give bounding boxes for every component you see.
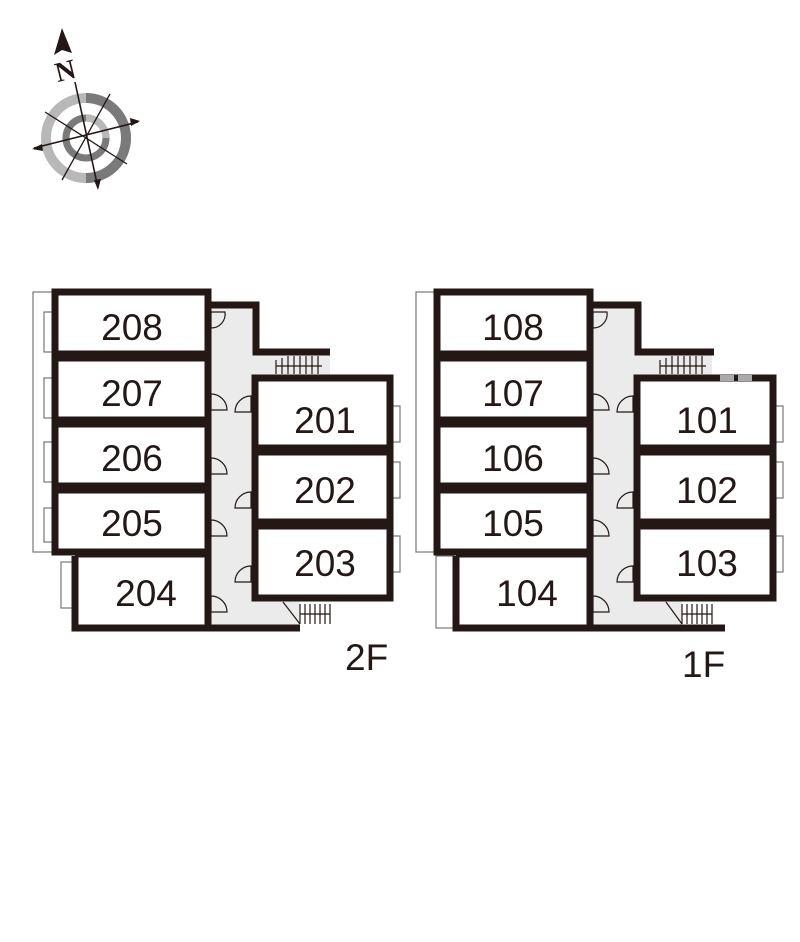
room-label: 103 xyxy=(676,543,738,584)
floor-2f: 208 207 206 205 204 201 202 203 2F xyxy=(32,288,401,678)
floor-1f: 108 107 106 105 104 101 102 103 1F xyxy=(415,288,784,685)
room-label: 207 xyxy=(101,373,163,414)
balcony xyxy=(415,291,437,553)
room-label: 108 xyxy=(482,307,544,348)
room-label: 204 xyxy=(115,573,177,614)
corridor xyxy=(210,305,330,628)
compass-rose-icon: N xyxy=(32,28,140,190)
room-label: 101 xyxy=(676,400,738,441)
room-label: 208 xyxy=(101,307,163,348)
corridor xyxy=(592,305,712,628)
room-label: 201 xyxy=(294,400,356,441)
floor-label: 2F xyxy=(345,637,388,678)
floor-label: 1F xyxy=(682,644,725,685)
room-label: 107 xyxy=(482,373,544,414)
room-label: 203 xyxy=(294,543,356,584)
room-label: 205 xyxy=(101,503,163,544)
room-label: 202 xyxy=(294,470,356,511)
room-label: 105 xyxy=(482,503,544,544)
room-label: 104 xyxy=(496,573,558,614)
room-label: 106 xyxy=(482,438,544,479)
room-label: 206 xyxy=(101,438,163,479)
room-label: 102 xyxy=(676,470,738,511)
north-label: N xyxy=(52,54,79,89)
